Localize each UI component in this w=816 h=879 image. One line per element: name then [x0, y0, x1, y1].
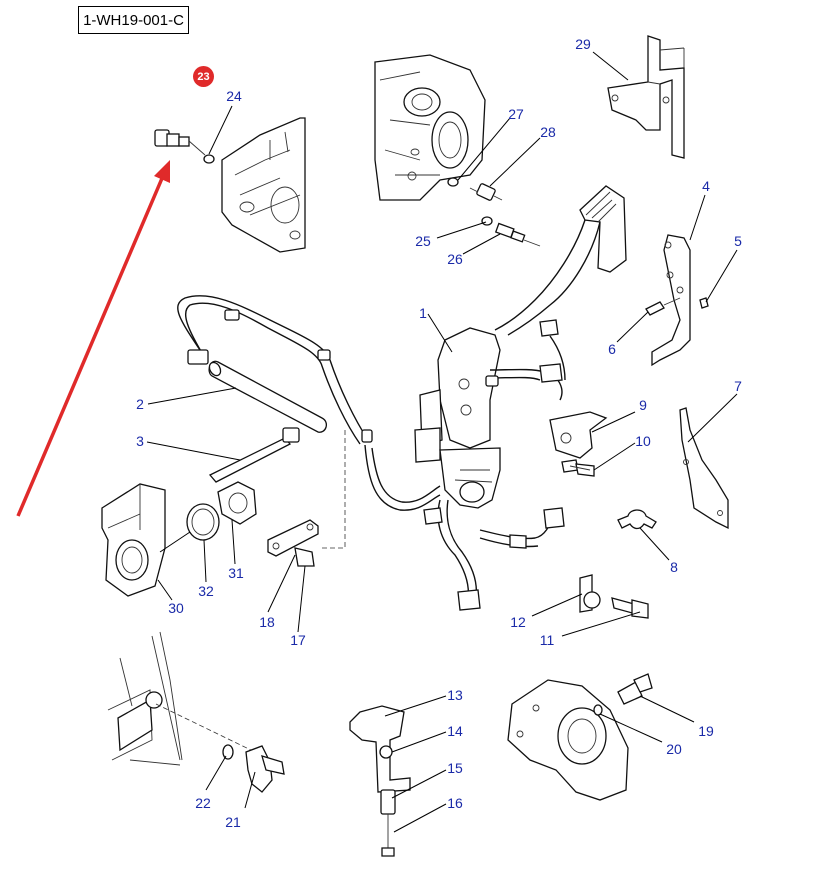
callout-30[interactable]: 30	[168, 600, 184, 616]
clip-8	[617, 509, 657, 530]
callout-8[interactable]: 8	[670, 559, 678, 575]
highlighted-part-badge[interactable]: 23	[193, 66, 214, 87]
callout-3[interactable]: 3	[136, 433, 144, 449]
clip-12-bolt-11	[579, 574, 649, 619]
callout-26[interactable]: 26	[447, 251, 463, 267]
plate-18-bolt-17	[267, 519, 319, 567]
leader-lines	[146, 51, 738, 833]
snap-ring-32	[186, 503, 220, 541]
callout-15[interactable]: 15	[447, 760, 463, 776]
callout-28[interactable]: 28	[540, 124, 556, 140]
callout-32[interactable]: 32	[198, 583, 214, 599]
bracket-9	[549, 411, 608, 477]
callout-31[interactable]: 31	[228, 565, 244, 581]
callout-5[interactable]: 5	[734, 233, 742, 249]
callout-25[interactable]: 25	[415, 233, 431, 249]
diagram-reference-code: 1-WH19-001-C	[78, 6, 189, 34]
callout-20[interactable]: 20	[666, 741, 682, 757]
nut-31	[217, 481, 257, 525]
callout-4[interactable]: 4	[702, 178, 710, 194]
callout-9[interactable]: 9	[639, 397, 647, 413]
callout-22[interactable]: 22	[195, 795, 211, 811]
sensor-23-assembly	[154, 117, 306, 253]
frame-bottom-left	[107, 631, 285, 793]
bracket-29	[607, 35, 685, 159]
cable-tie-3	[208, 427, 300, 483]
callout-6[interactable]: 6	[608, 341, 616, 357]
callout-24[interactable]: 24	[226, 88, 242, 104]
highlight-arrow	[16, 160, 170, 517]
bracket-4	[645, 234, 709, 367]
callout-12[interactable]: 12	[510, 614, 526, 630]
callout-16[interactable]: 16	[447, 795, 463, 811]
callout-14[interactable]: 14	[447, 723, 463, 739]
housing-bottom-right	[507, 673, 653, 801]
bracket-13-stack	[349, 705, 411, 857]
callout-19[interactable]: 19	[698, 723, 714, 739]
callout-2[interactable]: 2	[136, 396, 144, 412]
callout-21[interactable]: 21	[225, 814, 241, 830]
callout-18[interactable]: 18	[259, 614, 275, 630]
callout-29[interactable]: 29	[575, 36, 591, 52]
callout-10[interactable]: 10	[635, 433, 651, 449]
callout-1[interactable]: 1	[419, 305, 427, 321]
rod-2	[208, 360, 328, 433]
callout-17[interactable]: 17	[290, 632, 306, 648]
callout-11[interactable]: 11	[539, 632, 555, 648]
bracket-30	[101, 483, 166, 597]
housing-top-center	[374, 54, 541, 247]
callout-13[interactable]: 13	[447, 687, 463, 703]
wiring-harness-1	[177, 185, 627, 611]
callout-27[interactable]: 27	[508, 106, 524, 122]
callout-7[interactable]: 7	[734, 378, 742, 394]
